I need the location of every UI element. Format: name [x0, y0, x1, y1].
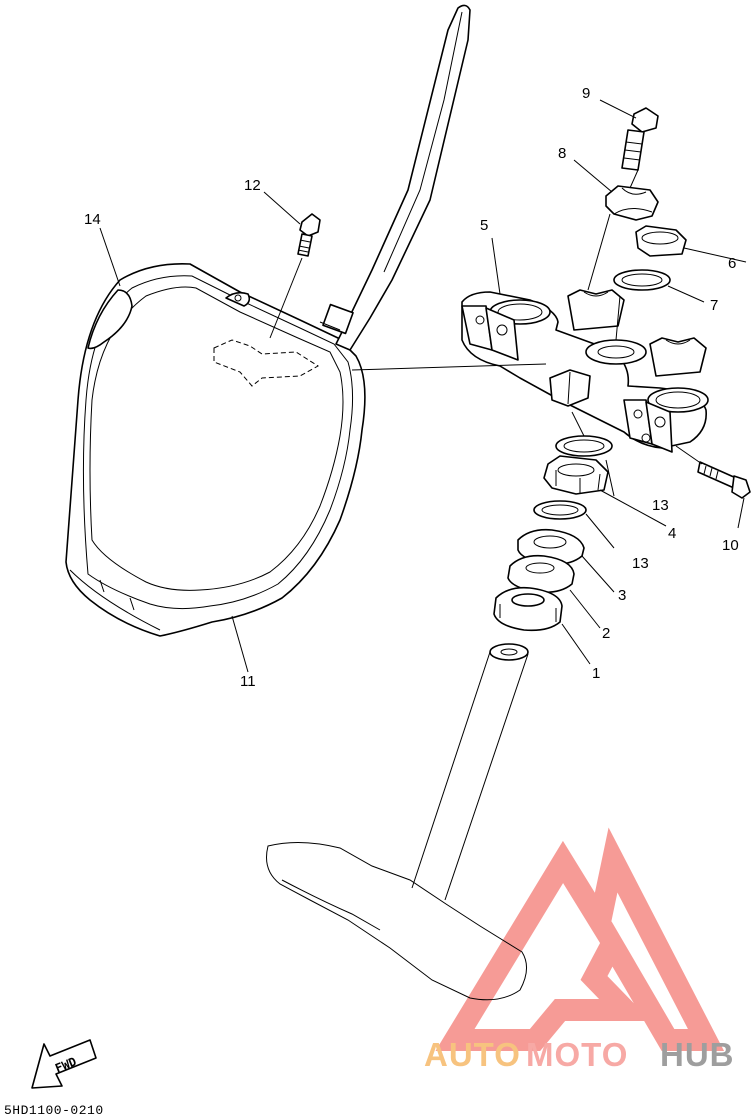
callout-3: 3	[618, 587, 626, 604]
watermark-logo: AUTO MOTO HUB	[424, 827, 735, 1073]
watermark-triangle-icon	[435, 827, 725, 1051]
bolt-9	[621, 107, 659, 171]
leader-lines	[99, 99, 747, 673]
washer-13-upper	[555, 435, 613, 457]
diagram-code: 5HD1100-0210	[4, 1103, 104, 1118]
callout-labels: 1 2 3 4 5 6 7 8 9 10 11 12 13 13 14	[84, 85, 739, 690]
ring-nut-4	[543, 455, 609, 495]
callout-6: 6	[728, 255, 736, 272]
upper-bracket	[461, 289, 709, 453]
washer-7	[613, 269, 671, 291]
callout-9: 9	[582, 85, 590, 102]
seal-1	[493, 586, 563, 632]
fwd-arrow-icon: FWD	[31, 1039, 97, 1089]
callout-11: 11	[240, 673, 256, 690]
washer-13-lower	[533, 500, 587, 520]
callout-12: 12	[244, 177, 261, 194]
callout-7: 7	[710, 297, 718, 314]
callout-1: 1	[592, 665, 600, 682]
bearing-2	[507, 554, 575, 594]
steering-stem-lower-bracket	[266, 643, 529, 1001]
watermark-text-moto: MOTO	[526, 1036, 628, 1073]
callout-5: 5	[480, 217, 488, 234]
callout-10: 10	[722, 537, 739, 554]
callout-4: 4	[668, 525, 676, 542]
bolt-10	[697, 461, 751, 499]
assembly-lines	[269, 169, 703, 465]
number-plate-strap	[319, 4, 471, 351]
watermark-text-hub: HUB	[660, 1036, 735, 1073]
bolt-12	[297, 213, 321, 257]
number-plate	[65, 263, 366, 637]
callout-14: 14	[84, 211, 101, 228]
watermark-text-auto: AUTO	[424, 1036, 521, 1073]
handlebar-holder-8	[605, 185, 659, 221]
callout-2: 2	[602, 625, 610, 642]
callout-13-upper: 13	[652, 497, 669, 514]
callout-8: 8	[558, 145, 566, 162]
nut-6	[635, 225, 687, 257]
stem-damper-block	[549, 369, 591, 407]
callout-13-lower: 13	[632, 555, 649, 572]
